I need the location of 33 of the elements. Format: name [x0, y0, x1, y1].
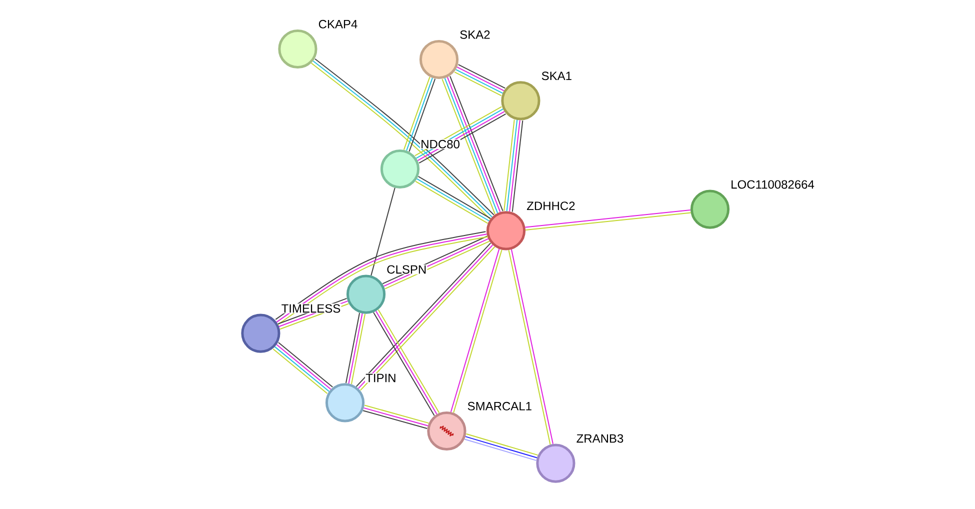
edge-line [512, 120, 524, 212]
edge-line [509, 120, 520, 212]
protein-node [427, 411, 466, 451]
protein-node [486, 211, 526, 250]
edge-line [504, 119, 515, 212]
edge-line [524, 209, 691, 228]
node-label: CKAP4 [318, 19, 358, 29]
node-label: TIMELESS [280, 304, 342, 314]
protein-node [278, 29, 318, 69]
edge-line [350, 314, 366, 385]
node-label: SKA1 [540, 71, 573, 81]
protein-node [501, 81, 540, 120]
edge-line [348, 313, 363, 384]
node-label: CLSPN [386, 264, 428, 274]
node-label: SMARCAL1 [466, 401, 533, 411]
node-label: ZRANB3 [576, 434, 624, 444]
node-label: TIPIN [365, 373, 397, 383]
node-label: SKA2 [459, 30, 491, 40]
protein-node [536, 444, 576, 483]
protein-node [690, 190, 730, 229]
edge-line [506, 119, 518, 212]
edge-line [525, 212, 692, 231]
node-label: NDC80 [420, 139, 461, 149]
protein-node [346, 274, 386, 314]
node-label: ZDHHC2 [526, 201, 576, 211]
node-label: LOC110082664 [730, 180, 816, 190]
protein-node [325, 383, 365, 422]
protein-node [380, 149, 420, 189]
protein-node [419, 40, 459, 80]
edge-line [362, 410, 428, 429]
edge-line [345, 312, 360, 384]
protein-node [241, 314, 280, 353]
edge-line [370, 187, 396, 276]
